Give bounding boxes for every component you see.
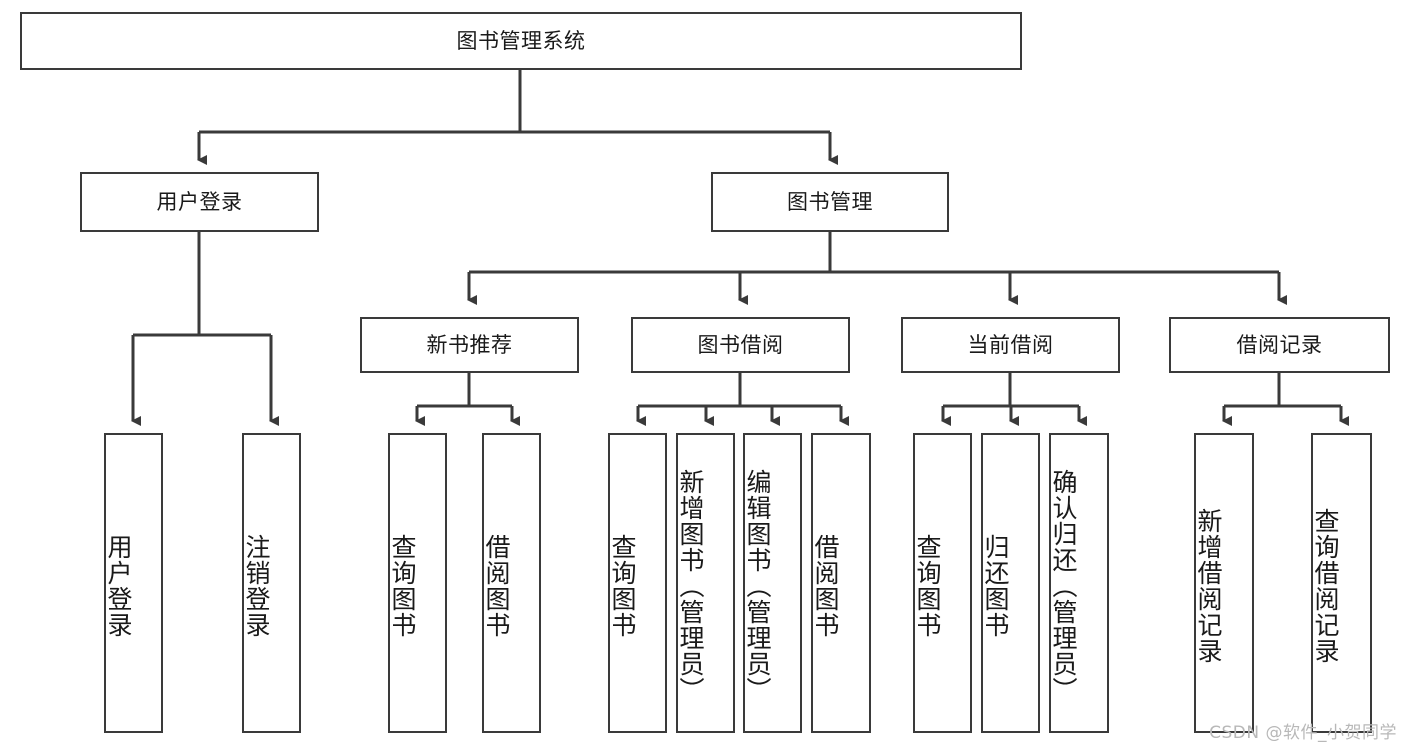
leaf-borrow-book-newbook[interactable]: 借阅图书	[482, 433, 541, 733]
node-label: 借阅记录	[1236, 332, 1323, 357]
node-label: 当前借阅	[967, 332, 1054, 357]
node-new-book-recommendation[interactable]: 新书推荐	[360, 317, 579, 373]
node-label: 注销登录	[242, 534, 271, 638]
leaf-confirm-return-admin[interactable]: 确认归还（管理员）	[1049, 433, 1109, 733]
node-borrowing-record[interactable]: 借阅记录	[1169, 317, 1390, 373]
node-book-borrowing[interactable]: 图书借阅	[631, 317, 850, 373]
node-label: 归还图书	[981, 534, 1010, 638]
node-label: 新书推荐	[426, 332, 513, 357]
node-label: 查询图书	[913, 534, 942, 638]
node-label: 编辑图书（管理员）	[743, 469, 772, 703]
leaf-user-login[interactable]: 用户登录	[104, 433, 163, 733]
leaf-query-borrowing-record[interactable]: 查询借阅记录	[1311, 433, 1372, 733]
node-label: 图书管理	[787, 189, 873, 214]
node-label: 确认归还（管理员）	[1049, 469, 1078, 703]
watermark: CSDN @软件_小贺同学	[1209, 723, 1397, 743]
node-label: 借阅图书	[482, 534, 511, 638]
node-label: 图书借阅	[697, 332, 784, 357]
leaf-borrow-book-borrowing[interactable]: 借阅图书	[811, 433, 871, 733]
node-label: 新增图书（管理员）	[676, 469, 705, 703]
leaf-return-book[interactable]: 归还图书	[981, 433, 1040, 733]
leaf-logout[interactable]: 注销登录	[242, 433, 301, 733]
node-label: 查询图书	[608, 534, 637, 638]
node-label: 新增借阅记录	[1194, 508, 1223, 664]
node-label: 借阅图书	[811, 534, 840, 638]
leaf-query-book-borrowing[interactable]: 查询图书	[608, 433, 667, 733]
node-label: 图书管理系统	[456, 28, 586, 53]
leaf-add-borrowing-record[interactable]: 新增借阅记录	[1194, 433, 1254, 733]
node-user-login[interactable]: 用户登录	[80, 172, 319, 232]
leaf-edit-book-admin[interactable]: 编辑图书（管理员）	[743, 433, 802, 733]
leaf-add-book-admin[interactable]: 新增图书（管理员）	[676, 433, 735, 733]
leaf-query-book-newbook[interactable]: 查询图书	[388, 433, 447, 733]
node-label: 用户登录	[156, 189, 243, 214]
node-label: 用户登录	[104, 534, 133, 638]
node-label: 查询图书	[388, 534, 417, 638]
leaf-query-book-current[interactable]: 查询图书	[913, 433, 972, 733]
node-current-borrowing[interactable]: 当前借阅	[901, 317, 1120, 373]
node-root-book-management-system[interactable]: 图书管理系统	[20, 12, 1022, 70]
node-label: 查询借阅记录	[1311, 508, 1340, 664]
node-book-management[interactable]: 图书管理	[711, 172, 949, 232]
